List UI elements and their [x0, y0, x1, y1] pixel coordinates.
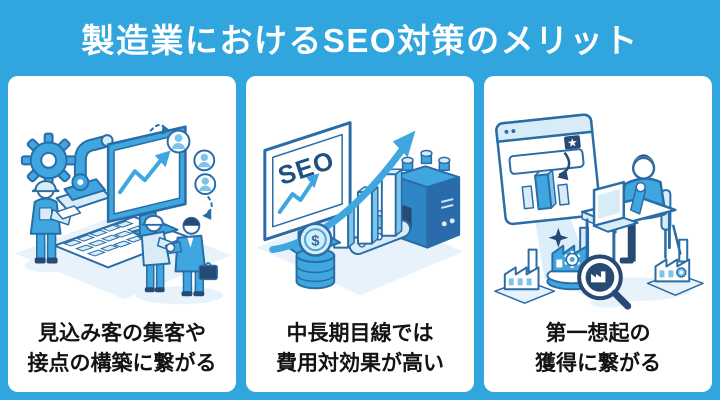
trend-arrowhead — [154, 150, 171, 168]
page-title: 製造業におけるSEO対策のメリット — [81, 22, 639, 59]
benefit-cards: 見込み客の集客や接点の構築に繋がる — [0, 76, 720, 400]
dashed-arrows — [149, 124, 213, 221]
coin-stack-icon: $ — [295, 222, 336, 290]
head — [631, 157, 656, 181]
card-cost-effectiveness: SEO $ — [246, 76, 474, 392]
trend-line — [118, 158, 163, 195]
card-caption: 見込み客の集客や接点の構築に繋がる — [8, 319, 236, 392]
gear-icon — [20, 132, 77, 189]
cost-effectiveness-svg: SEO $ — [256, 121, 464, 296]
card-caption: 中長期目線では費用対効果が高い — [246, 319, 474, 392]
gear-mark — [564, 251, 581, 269]
lead-generation-svg — [14, 124, 232, 305]
magnifier-icon — [577, 254, 632, 310]
hardhat-icon — [141, 215, 167, 227]
factory-icon-right — [646, 239, 704, 297]
card-lead-generation: 見込み客の集客や接点の構築に繋がる — [8, 76, 236, 392]
factory-icon-left — [494, 248, 556, 305]
briefcase-icon — [198, 265, 218, 281]
user-avatars-icon — [166, 130, 217, 196]
hair — [632, 154, 655, 167]
illustration-first-recall — [484, 76, 712, 319]
star-icon — [567, 138, 577, 148]
factory-glyph — [591, 271, 606, 283]
trend-arrowhead — [306, 173, 320, 189]
top-rank-bar — [534, 173, 553, 211]
caption-line-1: 中長期目線では — [286, 322, 434, 346]
cursor-arrowhead — [557, 170, 569, 181]
trend-line — [277, 180, 315, 215]
illustration-lead-generation — [8, 76, 236, 319]
header-banner: 製造業におけるSEO対策のメリット — [0, 0, 720, 76]
hardhat-icon — [31, 180, 60, 193]
caption-line-1: 第一想起の — [545, 322, 651, 346]
growth-arrow-icon — [269, 130, 416, 254]
worker-icon — [29, 180, 82, 264]
illustration-cost-effectiveness: SEO $ — [246, 76, 474, 319]
hand — [635, 182, 646, 193]
handshake-icon — [140, 215, 218, 297]
hair — [183, 218, 200, 227]
caption-line-2: 接点の構築に繋がる — [27, 352, 217, 376]
monitor-icon — [106, 125, 187, 241]
caption-line-2: 獲得に繋がる — [535, 352, 661, 376]
first-recall-svg — [494, 113, 704, 310]
caption-line-2: 費用対効果が高い — [276, 352, 444, 376]
person-at-desk — [580, 154, 682, 272]
card-first-recall: 第一想起の獲得に繋がる — [484, 76, 712, 392]
robot-arm-icon — [55, 134, 114, 213]
dollar-symbol: $ — [311, 234, 320, 250]
caption-line-1: 見込み客の集客や — [38, 322, 206, 346]
sparkle-icon — [548, 228, 569, 248]
hands-icon — [165, 243, 176, 253]
card-caption: 第一想起の獲得に繋がる — [484, 319, 712, 392]
browser-window-icon — [495, 113, 602, 226]
tablet-icon — [55, 205, 82, 220]
